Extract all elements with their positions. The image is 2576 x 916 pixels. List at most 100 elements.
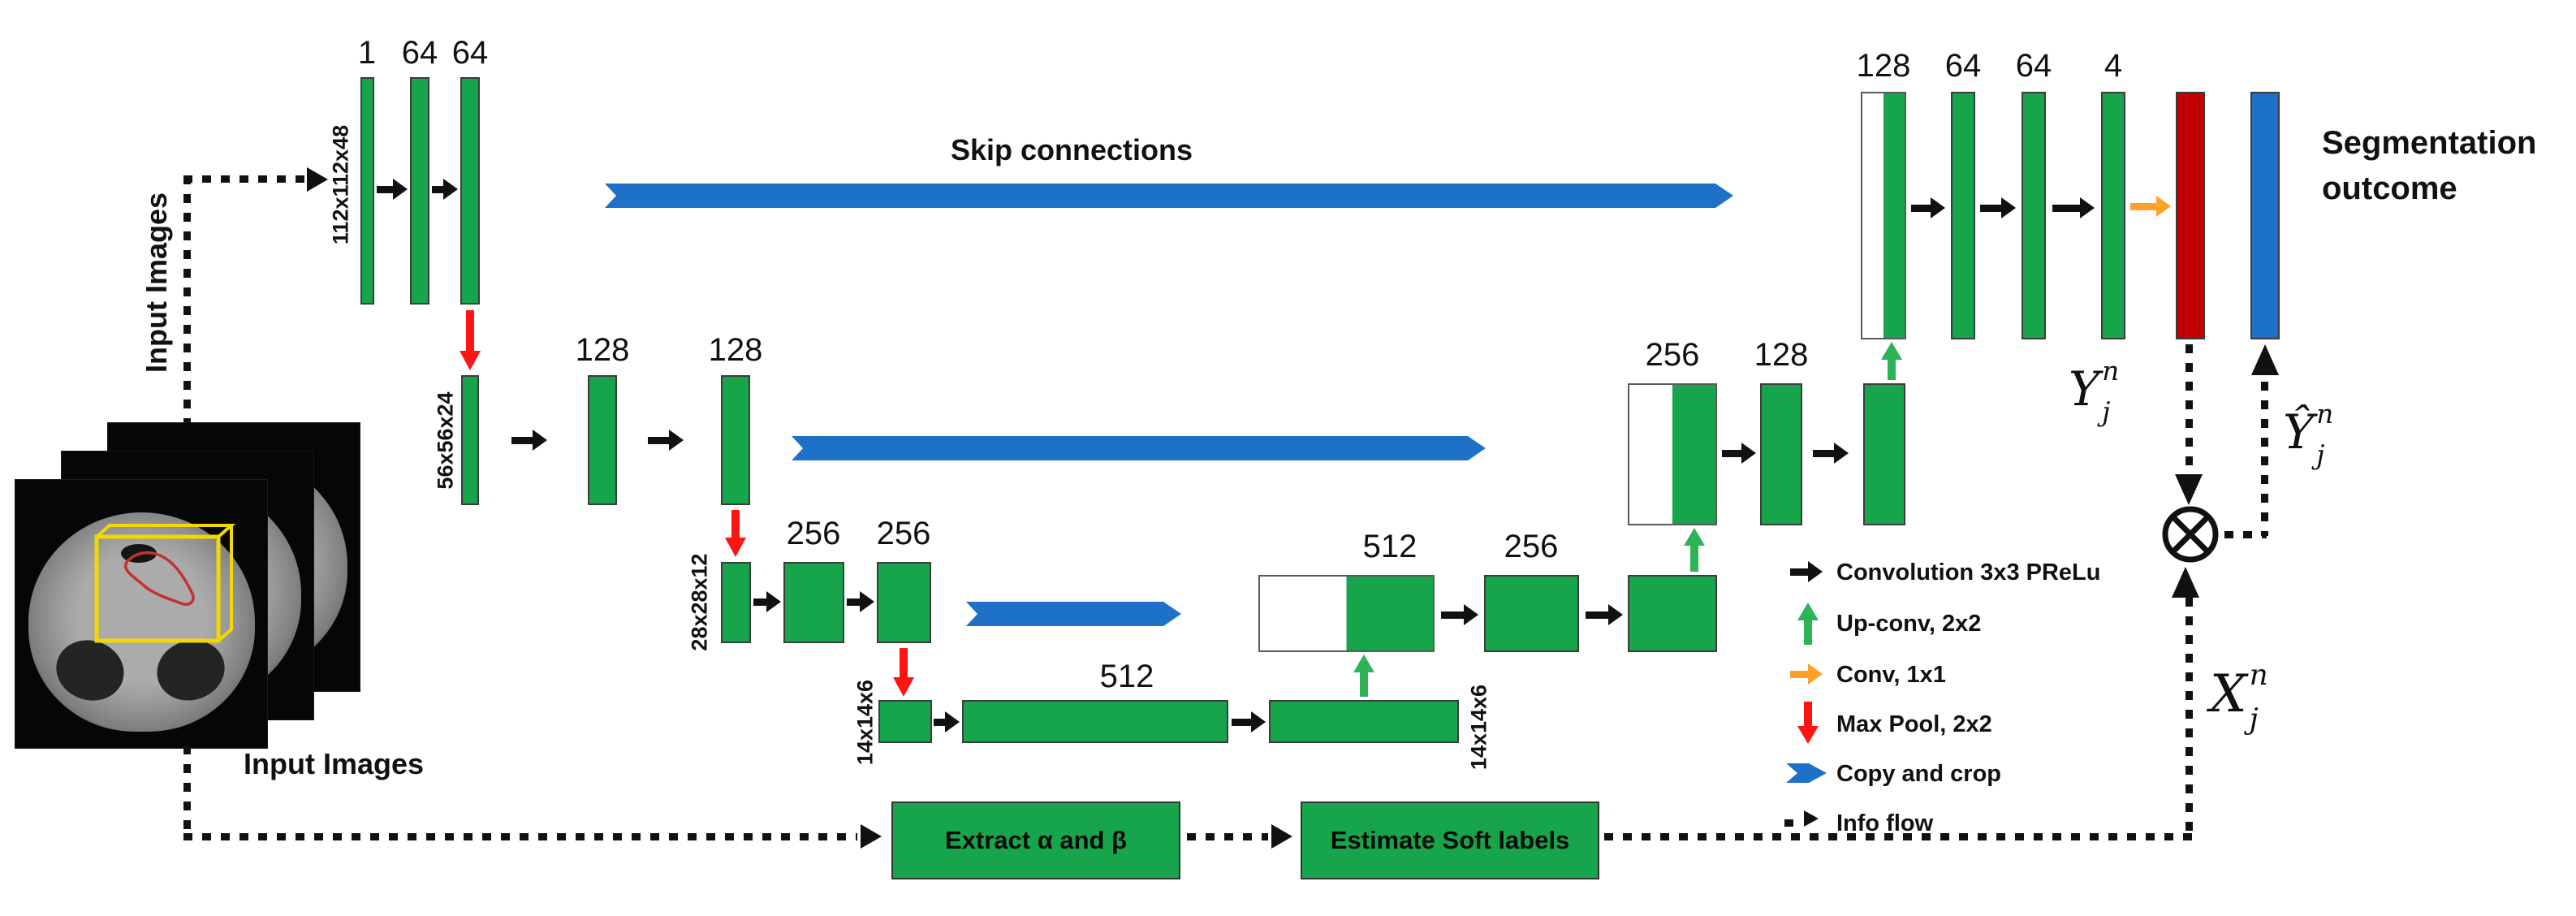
enc-l1-dims-label: 112x112x48	[328, 124, 353, 245]
ct-slice-front	[15, 479, 268, 749]
dec-l1-ch-4-label: 4	[2104, 48, 2123, 84]
dec-l1-merge-block	[1861, 92, 1906, 339]
roi-box-top-face	[95, 524, 236, 538]
enc-l4-bar-b	[1269, 700, 1459, 743]
enc-l2-bar-128b	[721, 375, 750, 505]
estimate-soft-labels-box: Estimate Soft labels	[1301, 802, 1599, 879]
conv-arrow	[1911, 197, 1945, 218]
enc-l1-bar-64a	[410, 77, 429, 305]
conv-arrow	[511, 430, 547, 451]
input-flow-riser-bottom	[183, 745, 191, 835]
enc-l2-ch-128b-label: 128	[708, 332, 763, 368]
dec-l2-bar-128b	[1863, 383, 1905, 525]
enc-l1-bar-input	[360, 77, 374, 305]
enc-l2-bar-128a	[588, 375, 617, 505]
conv-arrow	[1813, 443, 1849, 464]
dec-l3-bar-256a	[1484, 575, 1579, 652]
dec-l2-ch-128-label: 128	[1754, 337, 1809, 373]
conv-arrow	[934, 711, 960, 732]
extract-alpha-beta-box: Extract α and β	[891, 802, 1180, 879]
legend-conv-label: Convolution 3x3 PReLu	[1836, 560, 2101, 585]
dec-l1-bar-4	[2101, 92, 2125, 339]
enc-l4-ch-512-label: 512	[1099, 659, 1154, 694]
dec-l3-bar-256b	[1628, 575, 1717, 652]
conv-arrow	[648, 430, 684, 451]
enc-l4-dims-right-label: 14x14x6	[1466, 684, 1491, 771]
bottom-arrowhead-2	[1271, 824, 1292, 849]
legend-infoflow-icon-line	[1784, 819, 1799, 827]
input-flow-riser-top	[183, 175, 191, 516]
conv-arrow	[847, 591, 874, 612]
dec-l1-bar-64a	[1951, 92, 1975, 339]
input-flow-top-arrowhead	[307, 167, 328, 192]
upconv-arrow-l2-to-l1	[1881, 342, 1902, 380]
enc-l1-ch-1-label: 1	[357, 35, 377, 71]
xn-arrowhead	[2172, 567, 2199, 598]
xn-dotted-vertical	[2186, 598, 2193, 838]
yn-arrowhead	[2175, 474, 2203, 505]
legend-conv1x1-icon	[1790, 663, 1823, 685]
dec-l1-merge-128-label: 128	[1856, 48, 1911, 84]
conv-arrow	[1232, 711, 1266, 732]
enc-l4-bar-512	[962, 700, 1228, 743]
enc-l4-bar-a	[878, 700, 932, 743]
input-flow-top-line	[183, 175, 307, 183]
yn-dotted-line	[2186, 344, 2193, 474]
enc-l3-ch-256b-label: 256	[876, 516, 931, 551]
roi-box-side-face	[217, 525, 233, 642]
dec-l2-merge-256-label: 256	[1645, 337, 1700, 373]
enc-l3-bar-256a	[783, 562, 844, 643]
maxpool-arrow-l3	[893, 648, 914, 697]
conv-arrow	[2052, 197, 2095, 218]
legend-copycrop-icon	[1786, 763, 1827, 783]
yhat-arrowhead	[2251, 344, 2279, 375]
dec-l3-merge-block	[1258, 575, 1435, 652]
yhat-dotted-vertical	[2261, 382, 2268, 536]
legend-maxpool-label: Max Pool, 2x2	[1836, 711, 1992, 737]
legend-infoflow-icon-head	[1804, 810, 1819, 827]
input-images-side-label: Input Images	[140, 192, 173, 374]
conv-arrow	[377, 179, 408, 200]
upconv-arrow-l3-to-l2	[1684, 528, 1705, 572]
pancreas-contour	[124, 551, 195, 606]
enc-l1-ch-64b-label: 64	[451, 35, 489, 71]
enc-l3-bar-a	[721, 562, 751, 643]
dec-l3-merge-512-label: 512	[1362, 529, 1417, 564]
dec-l1-ch-64a-label: 64	[1944, 48, 1982, 84]
conv-arrow	[753, 591, 781, 612]
yhat-dotted-horizontal	[2224, 531, 2267, 538]
enc-l2-bar-a	[461, 375, 479, 505]
skip-arrow-l2	[792, 436, 1486, 460]
dec-l2-merge-block	[1628, 383, 1717, 525]
legend-maxpool-icon	[1797, 702, 1819, 744]
bottom-dotted-line-2	[1187, 833, 1268, 840]
segmentation-output-bar	[2250, 92, 2280, 339]
bottom-dotted-line-1	[183, 833, 857, 840]
legend-upconv-icon	[1797, 603, 1819, 645]
enc-l3-dims-label: 28x28x12	[687, 553, 712, 651]
dec-l2-bar-128a	[1760, 383, 1802, 525]
conv-arrow	[1980, 197, 2016, 218]
enc-l4-dims-left-label: 14x14x6	[852, 679, 878, 766]
roi-yellow-box	[94, 534, 221, 643]
ct-annotation-overlay	[94, 524, 236, 643]
legend-upconv-label: Up-conv, 2x2	[1836, 611, 1982, 637]
dec-l1-bar-64b	[2022, 92, 2046, 339]
conv-arrow	[1586, 604, 1623, 625]
conv-arrow	[432, 179, 458, 200]
skip-arrow-l3	[966, 602, 1181, 626]
output-logits-bar	[2176, 92, 2205, 339]
input-images-bottom-label: Input Images	[244, 747, 425, 780]
skip-arrow-l1	[605, 184, 1733, 208]
legend-conv1x1-label: Conv, 1x1	[1836, 662, 1946, 688]
legend-infoflow-label: Info flow	[1836, 810, 1934, 836]
upconv-arrow-l4-to-l3	[1353, 655, 1374, 697]
maxpool-arrow-l1	[460, 310, 481, 370]
legend-copycrop-label: Copy and crop	[1836, 761, 2002, 787]
maxpool-arrow-l2	[725, 510, 746, 557]
bottom-arrowhead-1	[861, 824, 882, 849]
